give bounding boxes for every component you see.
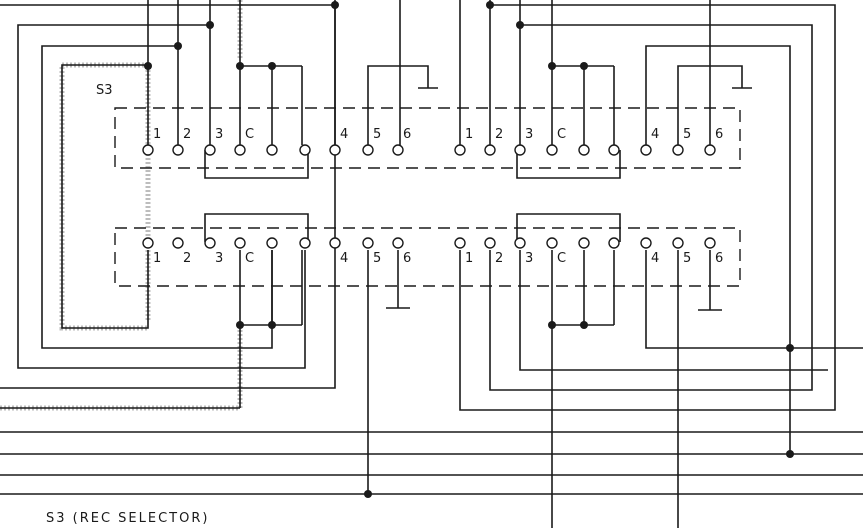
upper-left-terminal-label: 5 (373, 127, 381, 142)
upper-right-terminal-label: 5 (683, 127, 691, 142)
upper-left-terminal (266, 144, 278, 156)
lower-left-terminal (392, 237, 404, 249)
lower-right-terminal (672, 237, 684, 249)
upper-left-terminal (329, 144, 341, 156)
diagram-caption: S3 (REC SELECTOR) (46, 511, 209, 526)
lower-right-terminal-label: C (557, 251, 566, 266)
lower-left-terminal (362, 237, 374, 249)
lower-left-terminal-label: 4 (340, 251, 348, 266)
upper-left-terminal-label: 2 (183, 127, 191, 142)
lower-right-terminal-label: 5 (683, 251, 691, 266)
lower-left-terminal (234, 237, 246, 249)
lower-left-terminal (172, 237, 184, 249)
upper-right-terminal (484, 144, 496, 156)
upper-right-terminal (672, 144, 684, 156)
upper-left-terminal (362, 144, 374, 156)
lower-right-terminal (640, 237, 652, 249)
lower-left-terminal (204, 237, 216, 249)
lower-right-terminal-label: 6 (715, 251, 723, 266)
upper-left-terminal-label: 4 (340, 127, 348, 142)
upper-left-terminal (234, 144, 246, 156)
upper-left-terminal-label: 6 (403, 127, 411, 142)
lower-right-terminal-label: 4 (651, 251, 659, 266)
switch-deck-upper-outline (114, 107, 741, 169)
junction-dots (144, 1, 794, 498)
lower-left-terminal (266, 237, 278, 249)
upper-right-terminal-label: 2 (495, 127, 503, 142)
lower-left-terminal-label: C (245, 251, 254, 266)
lower-right-terminal-label: 2 (495, 251, 503, 266)
upper-right-terminal-label: C (557, 127, 566, 142)
upper-right-terminal (514, 144, 526, 156)
highlighted-signal-path (0, 0, 243, 411)
upper-left-terminal-label: C (245, 127, 254, 142)
lower-wiring (0, 250, 863, 528)
upper-left-terminal (172, 144, 184, 156)
lower-right-terminal (546, 237, 558, 249)
upper-right-terminal (704, 144, 716, 156)
lower-left-terminal-label: 6 (403, 251, 411, 266)
upper-right-terminal (546, 144, 558, 156)
switch-ref-label: S3 (96, 83, 113, 98)
lower-right-terminal (578, 237, 590, 249)
upper-right-terminal (640, 144, 652, 156)
switch-deck-lower-outline (114, 227, 741, 287)
upper-right-terminal (608, 144, 620, 156)
upper-right-terminal-label: 6 (715, 127, 723, 142)
lower-left-terminal (299, 237, 311, 249)
upper-right-terminal-label: 1 (465, 127, 473, 142)
upper-left-terminal (299, 144, 311, 156)
lower-left-terminal-label: 3 (215, 251, 223, 266)
lower-right-terminal-label: 3 (525, 251, 533, 266)
upper-left-terminal (142, 144, 154, 156)
lower-right-terminal (608, 237, 620, 249)
lower-left-terminal-label: 5 (373, 251, 381, 266)
upper-left-terminal (392, 144, 404, 156)
lower-left-terminal (329, 237, 341, 249)
lower-right-terminal (484, 237, 496, 249)
lower-right-terminal (454, 237, 466, 249)
upper-right-terminal (578, 144, 590, 156)
lower-right-terminal (514, 237, 526, 249)
upper-right-terminal-label: 3 (525, 127, 533, 142)
upper-right-terminal-label: 4 (651, 127, 659, 142)
upper-left-terminal-label: 3 (215, 127, 223, 142)
upper-left-terminal-label: 1 (153, 127, 161, 142)
jumper-links (204, 150, 621, 242)
upper-right-wiring (459, 0, 836, 411)
lower-right-terminal-label: 1 (465, 251, 473, 266)
lower-right-terminal (704, 237, 716, 249)
lower-left-terminal-label: 1 (153, 251, 161, 266)
upper-right-terminal (454, 144, 466, 156)
lower-left-terminal (142, 237, 154, 249)
lower-left-terminal-label: 2 (183, 251, 191, 266)
upper-left-terminal (204, 144, 216, 156)
